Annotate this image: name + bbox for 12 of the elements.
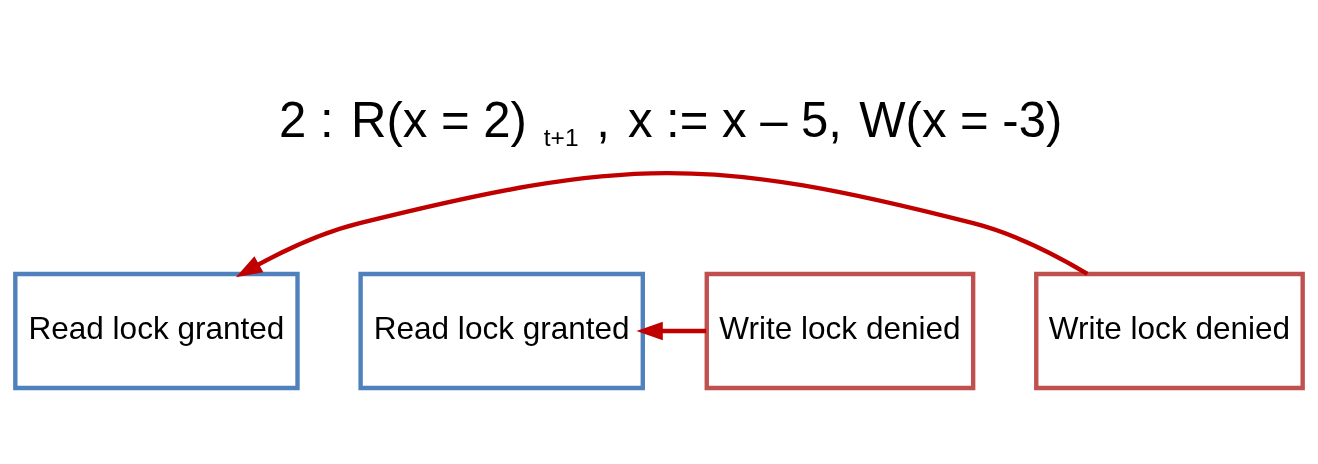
label: , [596,93,610,148]
label: R(x = 2) [350,93,527,148]
node-box: Read lock granted [358,271,645,391]
label: t+1 [543,123,579,151]
arrow [636,321,707,341]
label: x := x – 5, [627,93,842,148]
node-box: Read lock granted [13,271,300,391]
arrow [235,171,1089,278]
label: 2 : [279,93,334,148]
node-box: Write lock denied [704,271,976,391]
label: W(x = -3) [859,93,1063,148]
node-box: Write lock denied [1034,271,1305,391]
